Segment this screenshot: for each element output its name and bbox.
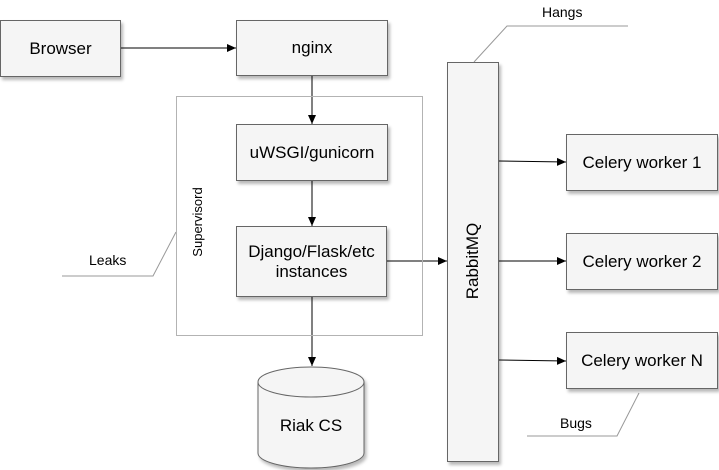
django-flask-node: Django/Flask/etc instances: [236, 226, 387, 297]
celery-worker-n-node: Celery worker N: [566, 332, 718, 389]
callout-leaks: [62, 231, 177, 277]
annotation-bugs: Bugs: [560, 415, 592, 431]
annotation-leaks: Leaks: [89, 252, 127, 268]
rabbitmq-node: [447, 62, 499, 462]
django-flask-label-line1: Django/Flask/etc: [248, 241, 375, 261]
uwsgi-gunicorn-node: uWSGI/gunicorn: [236, 124, 388, 181]
django-flask-label-line2: instances: [275, 261, 348, 281]
supervisord-label: Supervisord: [190, 187, 205, 257]
callout-hangs: [473, 25, 628, 63]
edge-rabbitmq-workerN: [498, 356, 567, 365]
annotation-hangs: Hangs: [542, 4, 583, 20]
riak-cs-cylinder: [257, 366, 365, 469]
browser-node: Browser: [0, 20, 121, 77]
edge-rabbitmq-worker1: [498, 157, 567, 166]
nginx-node: nginx: [236, 20, 388, 76]
callout-bugs: [527, 392, 640, 437]
supervisord-group: [176, 96, 423, 336]
rabbitmq-label: RabbitMQ: [463, 222, 482, 300]
riak-cs-label: Riak CS: [279, 416, 343, 435]
celery-worker-2-node: Celery worker 2: [566, 233, 718, 290]
celery-worker-1-node: Celery worker 1: [566, 134, 718, 191]
